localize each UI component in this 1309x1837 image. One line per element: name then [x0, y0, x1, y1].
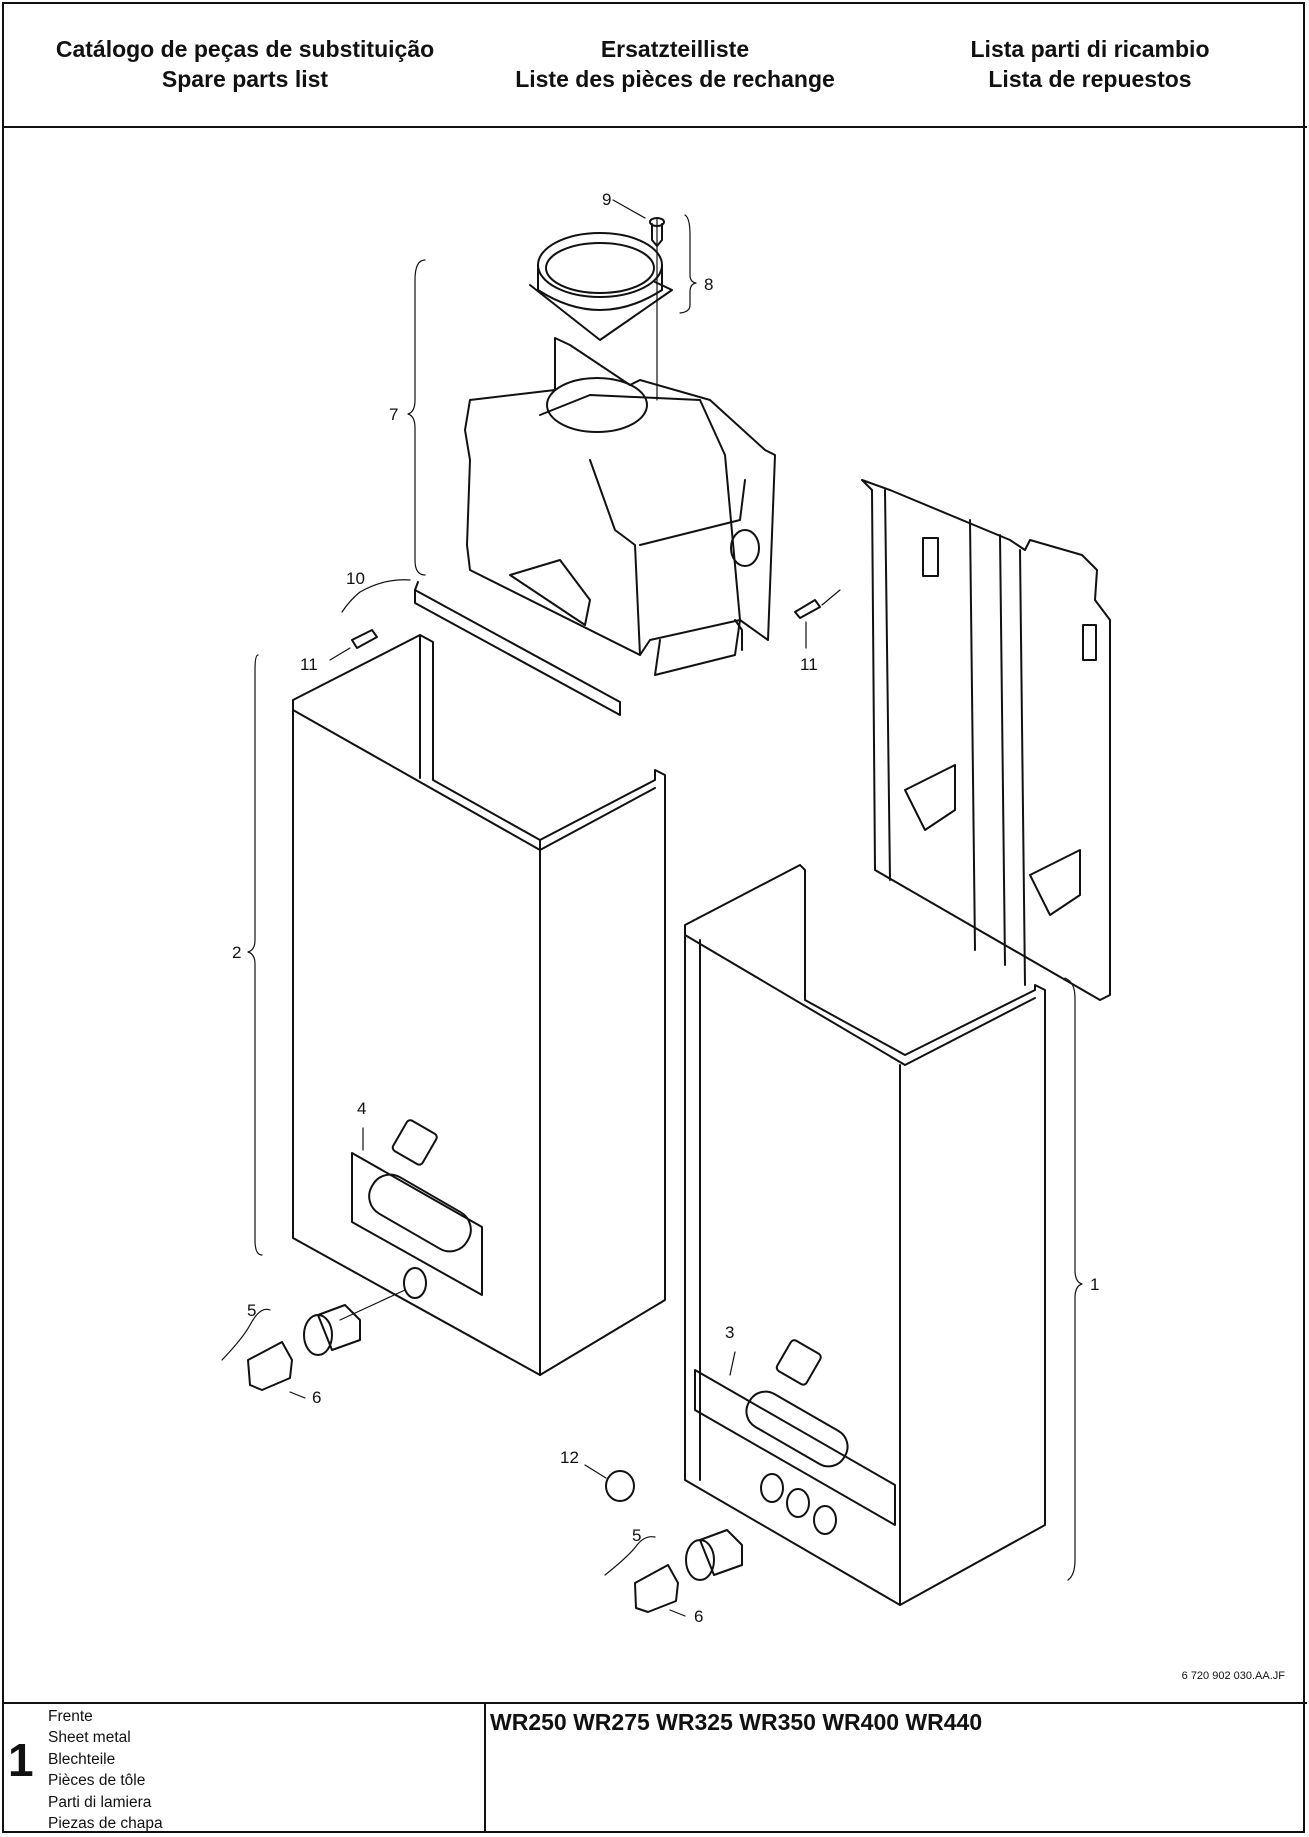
category-english: Sheet metal — [48, 1729, 131, 1747]
header-title-it-es: Lista parti di ricambio Lista de repuest… — [875, 34, 1305, 94]
category-portuguese: Frente — [48, 1708, 93, 1725]
header-title-pt-en: Catálogo de peças de substituição Spare … — [30, 34, 460, 94]
header-title-de-fr: Ersatzteilliste Liste des pièces de rech… — [460, 34, 890, 94]
callout-10: 10 — [346, 569, 365, 588]
callout-1: 1 — [1090, 1275, 1099, 1294]
callout-4: 4 — [357, 1099, 366, 1118]
callout-12: 12 — [560, 1448, 579, 1467]
header-divider — [2, 126, 1307, 128]
sheet-number: 1 — [8, 1734, 34, 1786]
callout-11-left: 11 — [300, 655, 318, 674]
knob-part-left — [247, 1304, 361, 1391]
header-title-italian: Lista parti di ricambio — [970, 36, 1210, 62]
casing-part-1 — [684, 864, 1046, 1606]
knob-part-right — [605, 1470, 743, 1613]
callout-leaders — [221, 199, 1083, 1617]
mounting-frame-part — [861, 479, 1111, 1001]
category-french: Pièces de tôle — [48, 1772, 146, 1790]
callout-5-left: 5 — [247, 1301, 256, 1320]
screw-part-11-left — [351, 629, 378, 649]
category-german: Blechteile — [48, 1750, 116, 1768]
footer-column-divider — [484, 1702, 486, 1833]
callout-6-left: 6 — [312, 1388, 321, 1407]
header-title-portuguese: Catálogo de peças de substituição — [55, 36, 435, 62]
flue-collar-part — [529, 217, 673, 401]
callout-6-right: 6 — [694, 1607, 703, 1626]
category-spanish: Piezas de chapa — [48, 1815, 163, 1833]
trim-strip-part — [414, 581, 621, 716]
callout-7: 7 — [389, 405, 398, 424]
category-list: Frente Sheet metal Blechteile Pièces de … — [48, 1706, 163, 1834]
exploded-view-drawing: 9 8 7 10 11 11 2 4 5 6 3 12 5 6 1 — [221, 190, 1111, 1626]
drawing-reference-number: 6 720 902 030.AA.JF — [1181, 1670, 1285, 1682]
header-title-french: Liste des pièces de rechange — [515, 66, 835, 92]
casing-part-2 — [292, 634, 666, 1376]
header-title-spanish: Lista de repuestos — [988, 66, 1192, 92]
header-title-english: Spare parts list — [161, 66, 329, 92]
callout-2: 2 — [232, 943, 241, 962]
model-list: WR250 WR275 WR325 WR350 WR400 WR440 — [490, 1709, 983, 1735]
category-italian: Parti di lamiera — [48, 1793, 152, 1811]
screw-part-9 — [649, 217, 665, 247]
screw-part-11-right — [794, 589, 841, 619]
callout-5-right: 5 — [632, 1526, 641, 1545]
callout-9: 9 — [602, 190, 611, 209]
callout-8: 8 — [704, 275, 713, 294]
footer-divider — [2, 1702, 1307, 1704]
callout-3: 3 — [725, 1323, 734, 1342]
draught-hood-part — [464, 337, 776, 676]
callout-11-right: 11 — [800, 655, 818, 674]
header-title-german: Ersatzteilliste — [600, 36, 750, 62]
